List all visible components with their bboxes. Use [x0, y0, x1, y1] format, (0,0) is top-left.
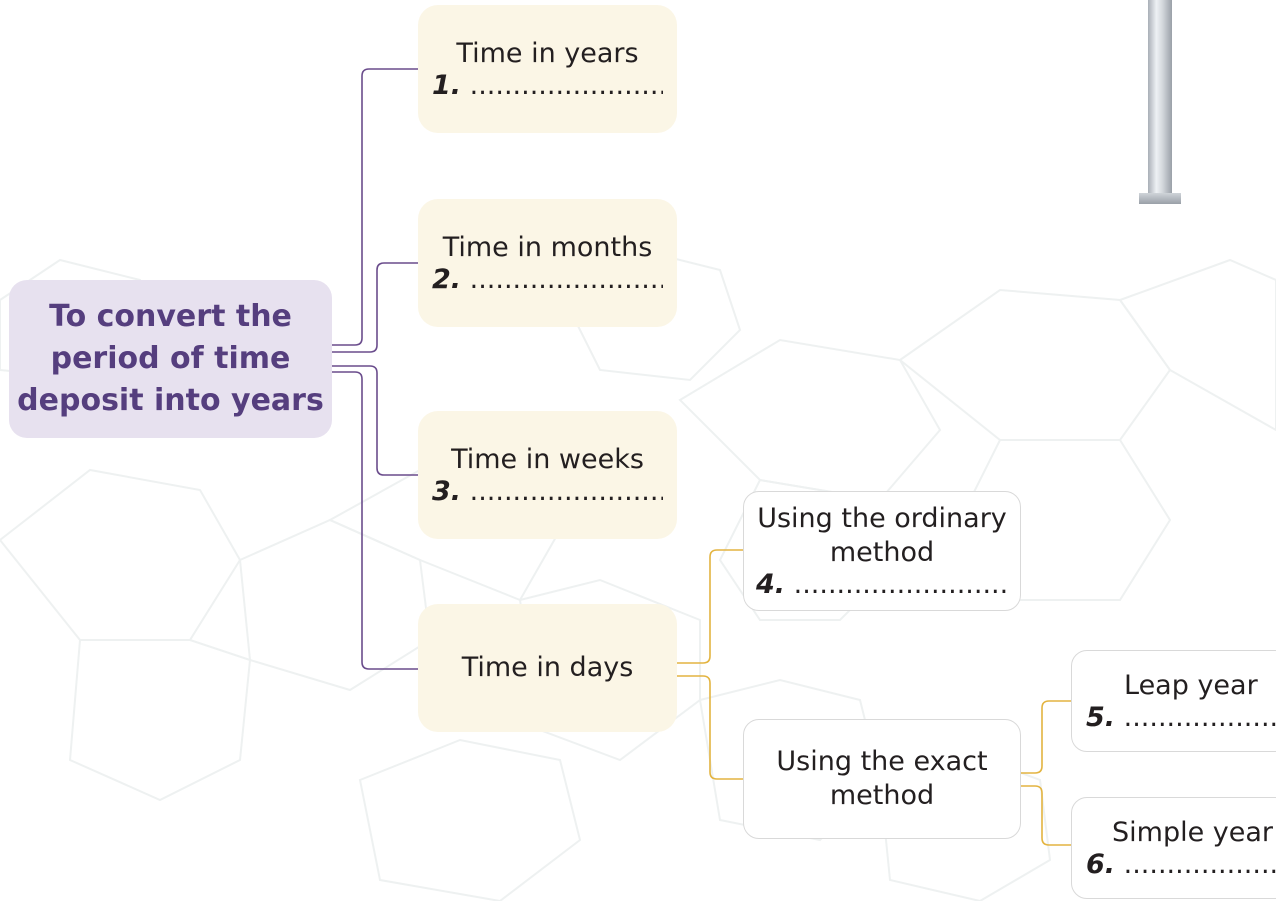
node-months-label: Time in months — [442, 232, 653, 263]
answer-number-5: 5. — [1086, 703, 1116, 733]
connector-root-days — [332, 371, 420, 670]
node-time-in-years: Time in years 1. .......................… — [418, 5, 677, 133]
node-time-in-weeks: Time in weeks 3. .......................… — [418, 411, 677, 539]
answer-dots-1: ......................... — [469, 71, 663, 101]
answer-number-4: 4. — [756, 570, 786, 600]
pole-base-graphic — [1139, 193, 1181, 204]
answer-dots-4: .............................. — [793, 570, 1008, 600]
answer-number-1: 1. — [432, 71, 462, 101]
ordinary-label-line1: Using the ordinary — [757, 503, 1007, 534]
node-ordinary-method: Using the ordinary method 4. ...........… — [743, 491, 1021, 611]
answer-number-2: 2. — [432, 265, 462, 295]
simple-year-label: Simple year — [1112, 817, 1274, 848]
pole-graphic — [1148, 0, 1172, 196]
answer-blank-6[interactable]: 6. .................. — [1086, 850, 1276, 880]
connector-root-years — [332, 68, 420, 346]
answer-dots-6: .................. — [1123, 850, 1276, 880]
node-exact-method: Using the exact method — [743, 719, 1021, 839]
exact-label-line1: Using the exact — [776, 746, 988, 777]
node-time-in-days: Time in days — [418, 604, 677, 732]
answer-number-6: 6. — [1086, 850, 1116, 880]
connector-exact-leap — [1021, 700, 1071, 774]
root-label-line2: period of time — [50, 341, 291, 376]
connector-days-ordinary — [677, 549, 744, 664]
connector-root-months — [332, 262, 420, 353]
node-days-label: Time in days — [461, 652, 634, 683]
connector-days-exact — [677, 675, 744, 780]
answer-blank-1[interactable]: 1. ......................... — [432, 71, 663, 101]
leap-year-label: Leap year — [1124, 670, 1258, 701]
exact-label-line2: method — [829, 780, 935, 811]
root-node: To convert the period of time deposit in… — [9, 280, 332, 438]
node-weeks-label: Time in weeks — [451, 444, 644, 475]
answer-blank-5[interactable]: 5. .................. — [1086, 703, 1276, 733]
answer-dots-5: .................. — [1123, 703, 1276, 733]
root-label-line1: To convert the — [49, 299, 292, 334]
node-years-label: Time in years — [456, 38, 639, 69]
answer-blank-4[interactable]: 4. .............................. — [756, 570, 1008, 600]
node-time-in-months: Time in months 2. ......................… — [418, 199, 677, 327]
connector-root-weeks — [332, 365, 420, 476]
answer-number-3: 3. — [432, 477, 462, 507]
ordinary-label-line2: method — [829, 537, 935, 568]
root-label-line3: deposit into years — [17, 383, 324, 418]
answer-blank-3[interactable]: 3. ......................... — [432, 477, 663, 507]
node-simple-year: Simple year 6. .................. — [1071, 797, 1276, 899]
answer-dots-2: ......................... — [469, 265, 663, 295]
node-leap-year: Leap year 5. .................. — [1071, 650, 1276, 752]
answer-blank-2[interactable]: 2. ......................... — [432, 265, 663, 295]
answer-dots-3: ......................... — [469, 477, 663, 507]
connector-exact-simple — [1021, 785, 1071, 846]
